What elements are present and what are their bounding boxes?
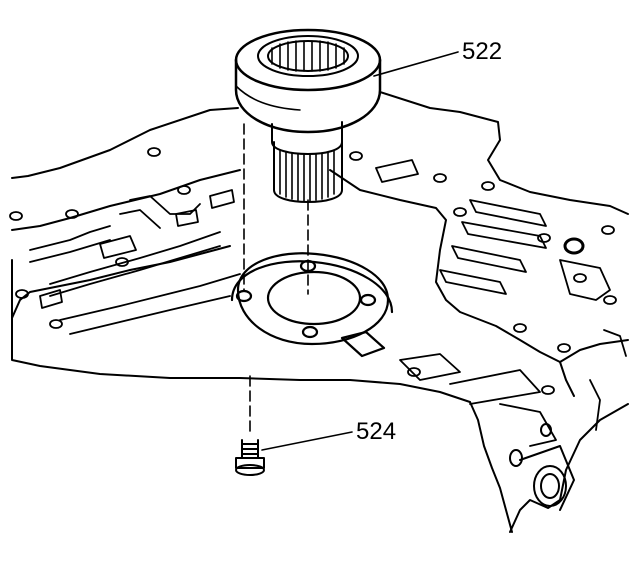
right-ribs [375, 159, 627, 447]
output-boss [509, 423, 575, 511]
case-bolt-holes [9, 147, 617, 395]
shaft-splines [279, 149, 335, 202]
bolt [235, 439, 265, 476]
seal-plate [230, 252, 394, 358]
case-body [11, 91, 629, 533]
callout-524: 524 [356, 418, 397, 445]
callout-522: 522 [462, 38, 503, 65]
assembly-guide-lines [243, 123, 309, 437]
bearing-rollers [271, 40, 345, 72]
left-channels [29, 189, 241, 335]
leader-lines [261, 51, 459, 451]
bearing-assembly [234, 28, 382, 203]
